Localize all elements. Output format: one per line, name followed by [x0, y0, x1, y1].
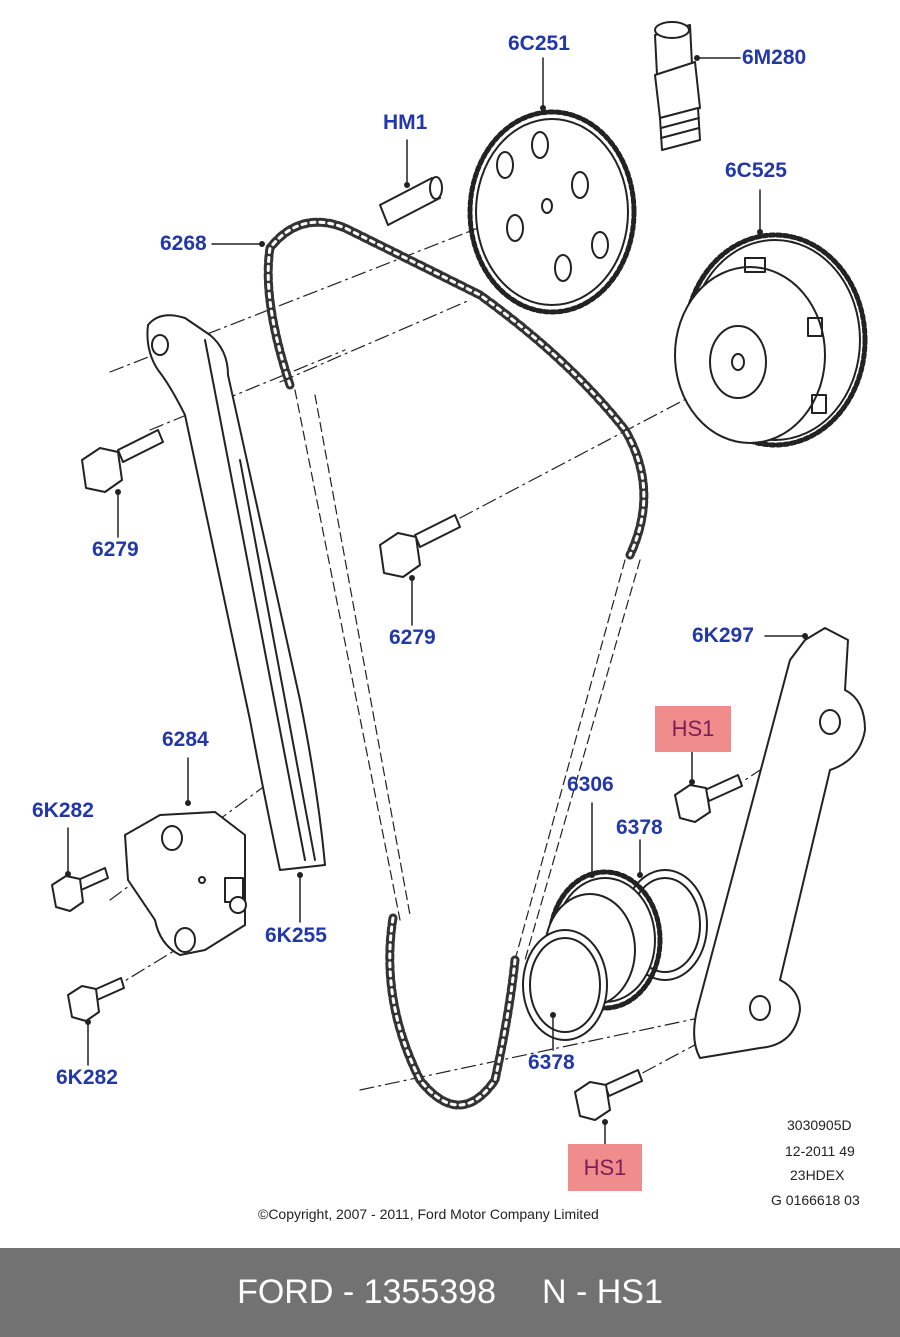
reference-line-2: 12-2011 49 — [785, 1143, 855, 1159]
bolt-6k282-bottom — [67, 977, 125, 1022]
footer-part-code: N - HS1 — [541, 1273, 663, 1311]
highlight-hs1-bottom: HS1 — [568, 1144, 642, 1191]
camshaft-sprocket — [467, 109, 637, 315]
reference-line-1: 3030905D — [787, 1117, 852, 1133]
reference-line-3: 23HDEX — [790, 1167, 845, 1183]
bolt-hs1-bottom — [574, 1069, 643, 1121]
callout-6378-bottom: 6378 — [528, 1051, 575, 1074]
callout-6306: 6306 — [567, 773, 614, 796]
chain-tensioner — [124, 811, 247, 956]
callout-6378-right: 6378 — [616, 816, 663, 839]
callout-6k282-top: 6K282 — [32, 799, 94, 822]
tensioner-arm — [146, 314, 326, 871]
timing-chain-diagram: 6C251 6M280 HM1 6C525 6268 6279 6279 6K2… — [32, 21, 868, 1222]
callout-6k255: 6K255 — [265, 924, 327, 947]
callout-6268: 6268 — [160, 232, 207, 255]
timing-chain — [294, 389, 641, 961]
callout-6284: 6284 — [162, 728, 209, 751]
callout-6279-center: 6279 — [389, 626, 436, 649]
crankshaft-sprocket — [522, 869, 708, 1041]
footer-part-number: FORD - 1355398 — [237, 1273, 496, 1311]
reference-line-4: G 0166618 03 — [771, 1192, 860, 1208]
leader-dots — [65, 55, 808, 1125]
callout-hm1: HM1 — [383, 111, 428, 134]
bolt-6279-center — [379, 514, 461, 578]
callout-6m280: 6M280 — [742, 46, 807, 69]
diagram-drawing — [51, 21, 868, 1151]
dowel-pin — [379, 176, 443, 226]
bolt-6k282-top — [51, 867, 109, 912]
copyright-notice: ©Copyright, 2007 - 2011, Ford Motor Comp… — [258, 1206, 599, 1222]
highlight-hs1-top: HS1 — [655, 706, 731, 752]
variable-cam-timing-unit — [674, 232, 868, 448]
bolt-6279-left — [81, 429, 164, 493]
callout-6c251: 6C251 — [508, 32, 570, 55]
callout-6c525: 6C525 — [725, 159, 787, 182]
bolt-hs1-top — [674, 774, 743, 823]
callout-6279-left: 6279 — [92, 538, 139, 561]
timing-chain-upper-inner — [266, 220, 646, 557]
leader-lines — [67, 57, 806, 1151]
timing-chain-lower-inner — [388, 916, 517, 1107]
callout-6k282-bottom: 6K282 — [56, 1066, 118, 1089]
chain-guide — [693, 627, 866, 1059]
footer-bar: FORD - 1355398 N - HS1 — [0, 1248, 900, 1337]
callout-6k297: 6K297 — [692, 624, 754, 647]
oil-control-solenoid — [654, 21, 701, 151]
